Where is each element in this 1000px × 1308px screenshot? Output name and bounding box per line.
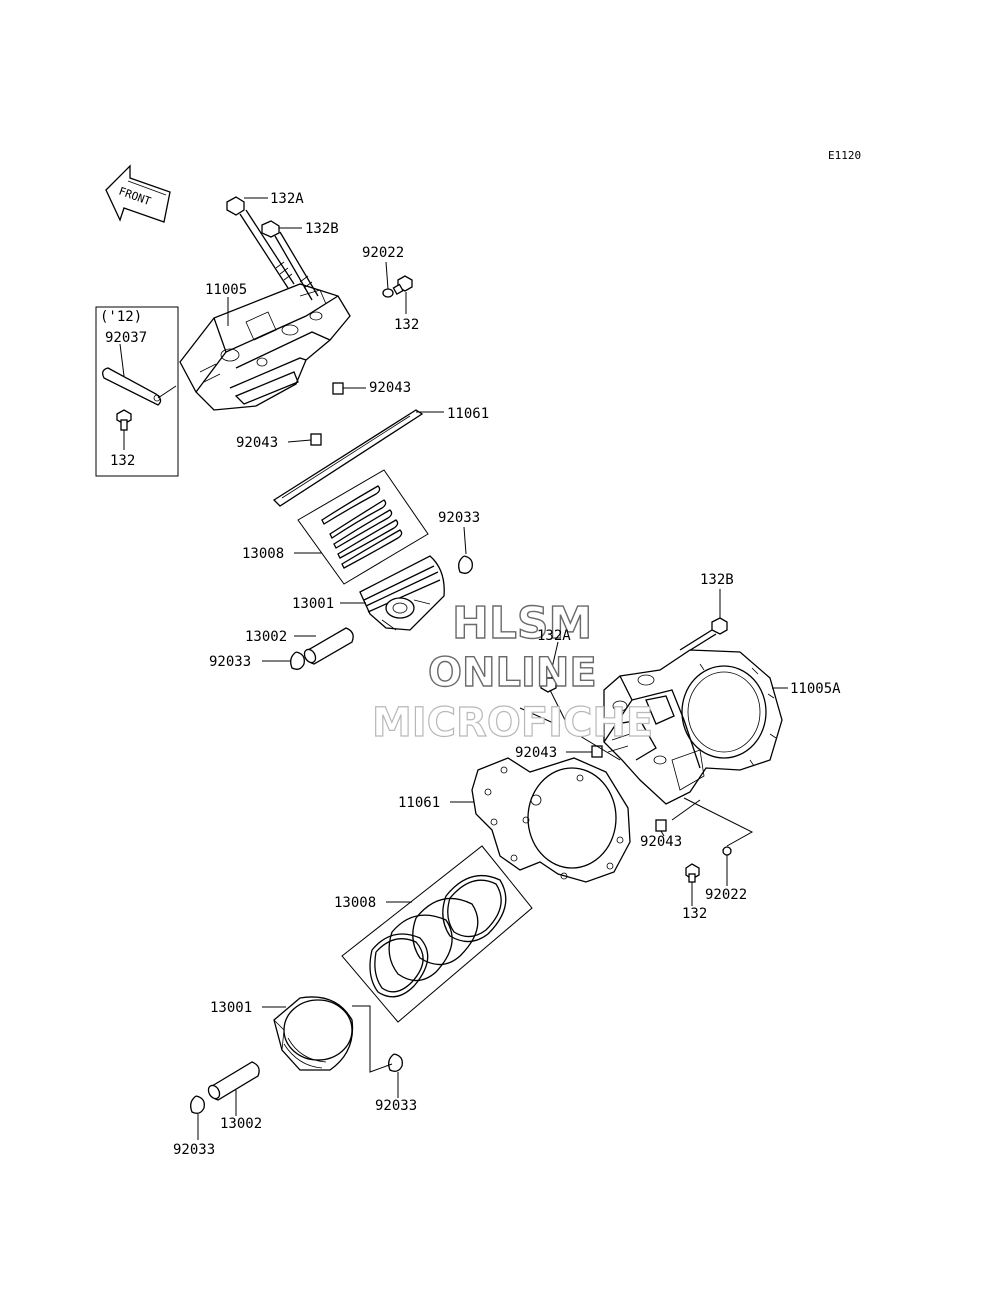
front-dowel-lower-part <box>310 433 322 446</box>
front-bolt-132b-part <box>261 220 319 301</box>
leader-lines <box>119 197 788 1140</box>
callout-front-bolt-132[interactable]: 132 <box>394 317 419 333</box>
callout-front-washer-92022[interactable]: 92022 <box>362 245 404 261</box>
front-pin-part <box>303 627 354 665</box>
diagram-code: E1120 <box>828 149 861 162</box>
rear-bolt-132a-part <box>540 667 557 693</box>
callout-front-ring-set[interactable]: 13008 <box>242 546 284 562</box>
callout-front-cylinder[interactable]: 11005 <box>205 282 247 298</box>
watermark-line3: MICROFICHE <box>372 700 653 746</box>
rear-washer-92022-part <box>722 846 732 856</box>
callout-front-piston[interactable]: 13001 <box>292 596 334 612</box>
front-ring-set-part <box>297 469 429 585</box>
callout-rear-dowel-right[interactable]: 92043 <box>640 834 682 850</box>
callout-bracket-92037[interactable]: 92037 <box>105 330 147 346</box>
callout-rear-ring-set[interactable]: 13008 <box>334 895 376 911</box>
callout-rear-piston[interactable]: 13001 <box>210 1000 252 1016</box>
callout-rear-cylinder[interactable]: 11005A <box>790 681 841 697</box>
callout-rear-pin[interactable]: 13002 <box>220 1116 262 1132</box>
front-cylinder-part <box>179 283 351 411</box>
callout-rear-bolt-132b[interactable]: 132B <box>700 572 734 588</box>
bracket-bolt-132-part <box>116 409 132 431</box>
callout-bracket-bolt-132[interactable]: 132 <box>110 453 135 469</box>
year-box-label: ('12) <box>100 309 142 325</box>
rear-gasket-part <box>471 757 631 883</box>
callout-rear-snap-ring-right[interactable]: 92033 <box>375 1098 417 1114</box>
rear-piston-part <box>273 996 354 1071</box>
callout-front-snap-ring-upper[interactable]: 92033 <box>438 510 480 526</box>
front-snap-ring-lower-part <box>290 651 305 670</box>
front-dowel-upper-part <box>332 382 344 395</box>
front-bolt-132a-part <box>226 196 295 289</box>
rear-bolt-132-part <box>685 863 700 883</box>
year-variant-box <box>95 306 179 477</box>
callout-rear-dowel-left[interactable]: 92043 <box>515 745 557 761</box>
callout-front-bolt-132a[interactable]: 132A <box>270 191 304 207</box>
rear-snap-ring-left-part <box>190 1095 205 1114</box>
rear-bolt-132b-part <box>679 617 728 655</box>
front-washer-92022-part <box>382 288 394 298</box>
bracket-92037-part <box>102 367 162 406</box>
callout-rear-washer-92022[interactable]: 92022 <box>705 887 747 903</box>
front-arrow-icon: FRONT <box>105 164 171 223</box>
callout-front-bolt-132b[interactable]: 132B <box>305 221 339 237</box>
rear-dowel-left-part <box>591 745 603 758</box>
rear-cylinder-part <box>603 649 783 805</box>
callout-rear-snap-ring-left[interactable]: 92033 <box>173 1142 215 1158</box>
callout-front-gasket[interactable]: 11061 <box>447 406 489 422</box>
front-snap-ring-upper-part <box>458 555 473 574</box>
watermark-line2: ONLINE <box>428 650 597 696</box>
watermark: HLSM ONLINE MICROFICHE <box>371 597 653 746</box>
callout-front-pin[interactable]: 13002 <box>245 629 287 645</box>
rear-dowel-right-part <box>655 819 667 832</box>
callout-front-dowel-upper[interactable]: 92043 <box>369 380 411 396</box>
rear-pin-part <box>207 1061 260 1101</box>
rear-snap-ring-right-part <box>388 1053 403 1072</box>
front-gasket-part <box>272 409 424 507</box>
callout-rear-bolt-132a[interactable]: 132A <box>537 628 571 644</box>
front-bolt-132-part <box>392 275 413 295</box>
callout-labels: 132A 132B 92022 132 11005 92037 132 9204… <box>105 191 841 1158</box>
front-piston-part <box>359 555 445 631</box>
rear-ring-set-part <box>341 845 533 1023</box>
callout-front-dowel-lower[interactable]: 92043 <box>236 435 278 451</box>
callout-front-snap-ring-lower[interactable]: 92033 <box>209 654 251 670</box>
watermark-line1: HLSM <box>452 598 592 649</box>
callout-rear-bolt-132[interactable]: 132 <box>682 906 707 922</box>
callout-rear-gasket[interactable]: 11061 <box>398 795 440 811</box>
